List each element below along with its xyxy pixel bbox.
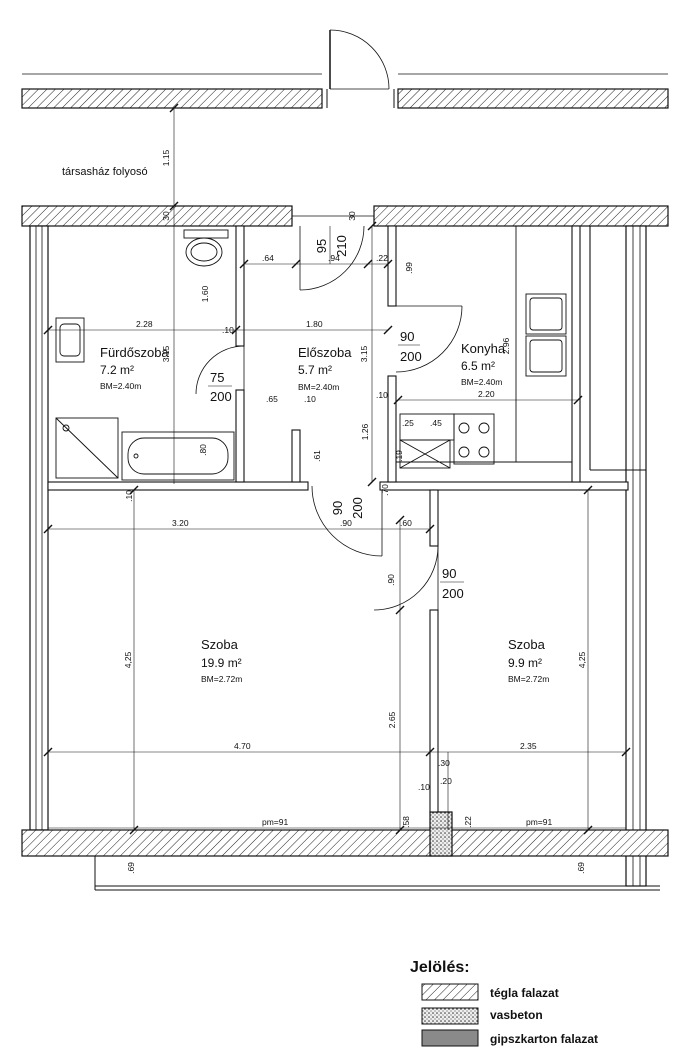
dim-label: 2.35: [520, 741, 537, 751]
dim-label: 4.70: [234, 741, 251, 751]
legend-swatch-concrete: [421, 1007, 479, 1025]
door-size-room1-h: 200: [350, 497, 365, 519]
kitchen-fixtures: [396, 226, 572, 469]
door-size-room2-h: 200: [442, 586, 464, 601]
dim-label: .25: [402, 418, 414, 428]
apartment-walls: [21, 225, 669, 891]
dim-label: .10: [304, 394, 316, 404]
room-name-szoba1: Szoba: [201, 637, 239, 652]
legend-item-drywall: gipszkarton falazat: [490, 1032, 598, 1046]
legend-swatch-drywall: [421, 1029, 479, 1047]
dim-label: 4,25: [123, 651, 133, 668]
dim-label: .65: [266, 394, 278, 404]
door-size-room2-w: 90: [442, 566, 456, 581]
dim-label: 4,25: [577, 651, 587, 668]
corridor-inner-wall: [21, 205, 669, 227]
room-area-konyha: 6.5 m²: [461, 359, 495, 373]
room-area-eloszoba: 5.7 m²: [298, 363, 332, 377]
room-area-furdo: 7.2 m²: [100, 363, 134, 377]
door-labels: 95 210 90 200 75 200 90 200 90 200: [208, 226, 464, 601]
legend-swatch-brick: [421, 983, 479, 1001]
corridor-entry-door: [326, 29, 395, 108]
legend-item-brick: tégla falazat: [490, 986, 559, 1000]
door-size-bath-h: 200: [210, 389, 232, 404]
dim-label: .90: [386, 574, 396, 586]
room-bm-eloszoba: BM=2.40m: [298, 382, 339, 392]
corridor-label: társasház folyosó: [62, 166, 148, 178]
dim-label: .10: [222, 325, 234, 335]
legend-title: Jelölés:: [410, 959, 470, 976]
room-labels: Fürdőszoba 7.2 m² BM=2.40m Előszoba 5.7 …: [100, 341, 549, 684]
dim-label: .19: [394, 450, 404, 462]
corridor-outer-wall: [21, 73, 669, 109]
dim-label: .61: [312, 450, 322, 462]
dim-label: .22: [463, 816, 473, 828]
dim-label: .58: [401, 816, 411, 828]
door-size-kitchen-w: 90: [400, 329, 414, 344]
dim-label: .10: [418, 782, 430, 792]
door-size-kitchen-h: 200: [400, 349, 422, 364]
legend-item-concrete: vasbeton: [490, 1008, 543, 1022]
dim-label: .10: [376, 390, 388, 400]
dim-label: 1.60: [200, 285, 210, 302]
dim-label: .70: [380, 484, 390, 496]
dimension-labels: 1.15 30 30 .64 .94 .22 .99 1.60 2.28 .10…: [123, 149, 587, 873]
room-area-szoba2: 9.9 m²: [508, 656, 542, 670]
dim-label: pm=91: [262, 817, 288, 827]
room-area-szoba1: 19.9 m²: [201, 656, 242, 670]
door-swings: [195, 225, 463, 611]
door-size-bath-w: 75: [210, 370, 224, 385]
door-size-entry-h: 210: [334, 235, 349, 257]
dim-label: pm=91: [526, 817, 552, 827]
bathroom-fixtures: [55, 229, 235, 481]
dim-label: .90: [340, 518, 352, 528]
door-size-room1-w: 90: [330, 501, 345, 515]
dim-label: .45: [430, 418, 442, 428]
room-bm-konyha: BM=2.40m: [461, 377, 502, 387]
dim-label: 30: [347, 211, 357, 221]
dim-label: .60: [400, 518, 412, 528]
dim-label: .99: [404, 262, 414, 274]
dim-label: .30: [438, 758, 450, 768]
dimension-lines: [48, 108, 626, 830]
dim-label: 30: [161, 211, 171, 221]
dim-label: 3.15: [161, 345, 171, 362]
dim-label: .22: [376, 253, 388, 263]
dim-label: .69: [576, 862, 586, 874]
dim-label: 1.26: [360, 423, 370, 440]
dim-label: 1.80: [306, 319, 323, 329]
room-name-eloszoba: Előszoba: [298, 345, 352, 360]
room-bm-szoba2: BM=2.72m: [508, 674, 549, 684]
dim-label: 2.65: [387, 711, 397, 728]
dim-label: 3.20: [172, 518, 189, 528]
room-bm-furdo: BM=2.40m: [100, 381, 141, 391]
room-name-szoba2: Szoba: [508, 637, 546, 652]
dim-label: 2.20: [478, 389, 495, 399]
dim-label: .10: [124, 490, 134, 502]
dim-label: .94: [328, 253, 340, 263]
interior-walls: [47, 225, 646, 813]
room-name-konyha: Konyha: [461, 341, 506, 356]
door-size-entry-w: 95: [314, 239, 329, 253]
dim-label: 3.15: [359, 345, 369, 362]
dim-label: .80: [198, 444, 208, 456]
dim-label: .20: [440, 776, 452, 786]
dimension-ticks: [43, 103, 631, 835]
dim-label: 2.28: [136, 319, 153, 329]
dim-label: .69: [126, 862, 136, 874]
room-bm-szoba1: BM=2.72m: [201, 674, 242, 684]
dim-label: 2.96: [501, 337, 511, 354]
room-name-furdo: Fürdőszoba: [100, 345, 169, 360]
dim-label: 1.15: [161, 149, 171, 166]
dim-label: .64: [262, 253, 274, 263]
legend: Jelölés: tégla falazat vasbeton gipszkar…: [410, 959, 598, 1047]
